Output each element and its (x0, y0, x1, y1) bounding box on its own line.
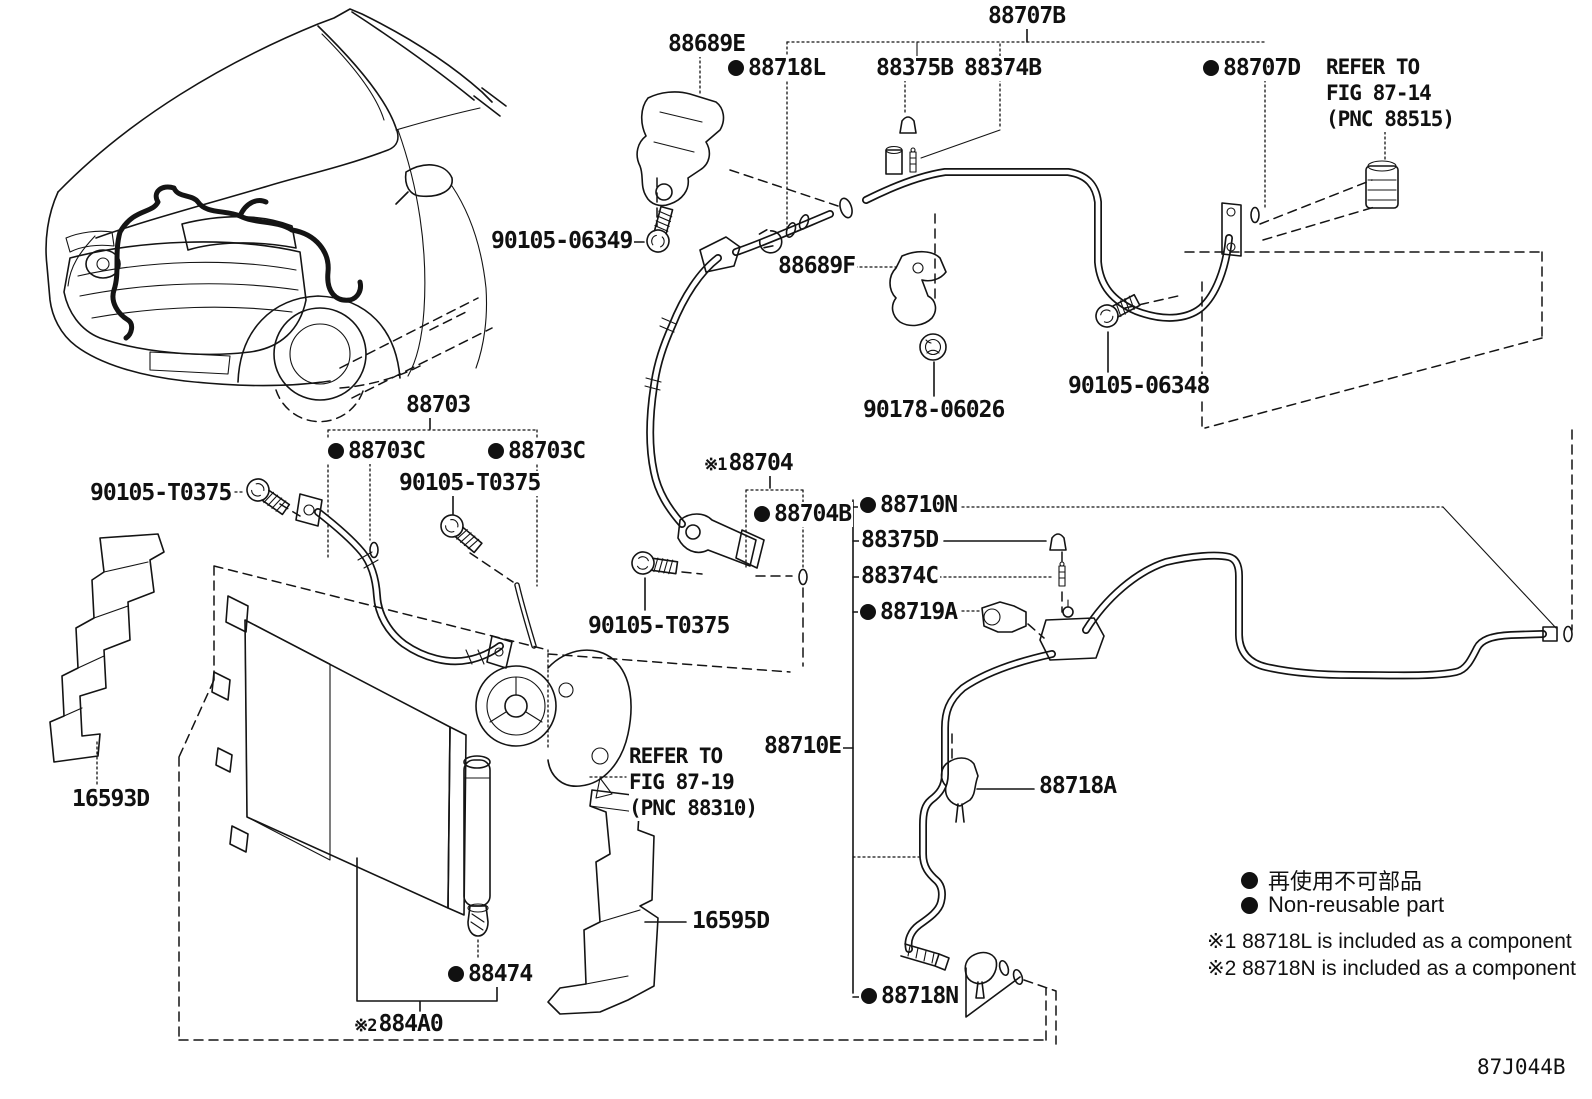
part-label-88703c-2: 88703C (486, 439, 588, 464)
part-label-88374c: 88374C (859, 563, 941, 589)
footnote-2: ※2 88718N is included as a component (1207, 956, 1576, 981)
part-label-88719a: 88719A (858, 600, 960, 625)
grommet-90178-06026 (919, 333, 947, 361)
bracket-88689e (636, 91, 839, 227)
non-reusable-dot (328, 443, 344, 459)
non-reusable-dot (754, 506, 770, 522)
screw-90105-t0375-c (629, 549, 680, 580)
part-label-90105-06348: 90105-06348 (1066, 373, 1212, 399)
part-label-16595d: 16595D (690, 908, 772, 934)
non-reusable-dot (1241, 871, 1258, 889)
part-label-88707b: 88707B (986, 3, 1068, 29)
part-label-88703: 88703 (404, 392, 473, 418)
pipe-88707b (862, 116, 1399, 322)
non-reusable-dot (1241, 896, 1258, 914)
vehicle-sketch (45, 8, 507, 423)
part-label-90105-t0375-a: 90105-T0375 (88, 480, 234, 506)
non-reusable-dot (448, 966, 464, 982)
screw-90105-t0375-a (241, 473, 293, 520)
leader-dashes (681, 571, 793, 577)
part-label-88718l: 88718L (726, 56, 828, 81)
part-label-88374b: 88374B (962, 55, 1044, 81)
part-label-88375b: 88375B (874, 55, 956, 81)
legend-non-reusable-ja: 再使用不可部品 (1241, 864, 1423, 896)
zone-dashes (178, 251, 1573, 1041)
screw-90105-06349 (643, 204, 679, 256)
non-reusable-dot (488, 443, 504, 459)
non-reusable-dot (728, 60, 744, 76)
part-label-88375d: 88375D (859, 527, 941, 553)
part-label-88703c-1: 88703C (326, 439, 428, 464)
hose-88703 (199, 413, 538, 669)
part-label-88710n: 88710N (858, 493, 960, 518)
part-label-90105-t0375-b: 90105-T0375 (397, 470, 543, 496)
part-label-884a0: ※2884A0 (352, 1011, 445, 1037)
compressor (475, 649, 632, 799)
figure-code: 87J044B (1477, 1055, 1566, 1079)
part-label-16593d: 16593D (70, 786, 152, 812)
part-label-88718n: 88718N (859, 984, 961, 1009)
footnote-1: ※1 88718L is included as a component (1207, 929, 1572, 954)
part-label-88707d: 88707D (1201, 56, 1303, 81)
legend-non-reusable-en: Non-reusable part (1241, 892, 1445, 918)
hose-88704 (644, 197, 853, 569)
part-label-88689f: 88689F (776, 253, 858, 279)
part-label-90178-06026: 90178-06026 (861, 397, 1007, 423)
part-label-90105-06349: 90105-06349 (489, 228, 635, 254)
bracket-88689f (844, 250, 947, 327)
part-label-88704: ※188704 (702, 450, 795, 476)
non-reusable-dot (860, 497, 876, 513)
part-label-88474: 88474 (446, 962, 535, 987)
part-label-90105-t0375-c: 90105-T0375 (586, 613, 732, 639)
condenser-884a0 (211, 595, 498, 1012)
non-reusable-dot (1203, 60, 1219, 76)
part-label-88689e: 88689E (666, 31, 748, 57)
screw-90105-t0375-b (435, 509, 486, 558)
non-reusable-dot (860, 604, 876, 620)
non-reusable-dot (861, 988, 877, 1004)
air-guide-16595d (547, 789, 687, 1015)
air-guide-16593d (49, 533, 165, 785)
part-label-88704b: 88704B (752, 502, 854, 527)
pipe-assy-88710 (840, 499, 1573, 1045)
part-label-88710e: 88710E (762, 733, 844, 759)
part-label-88718a: 88718A (1037, 773, 1119, 799)
